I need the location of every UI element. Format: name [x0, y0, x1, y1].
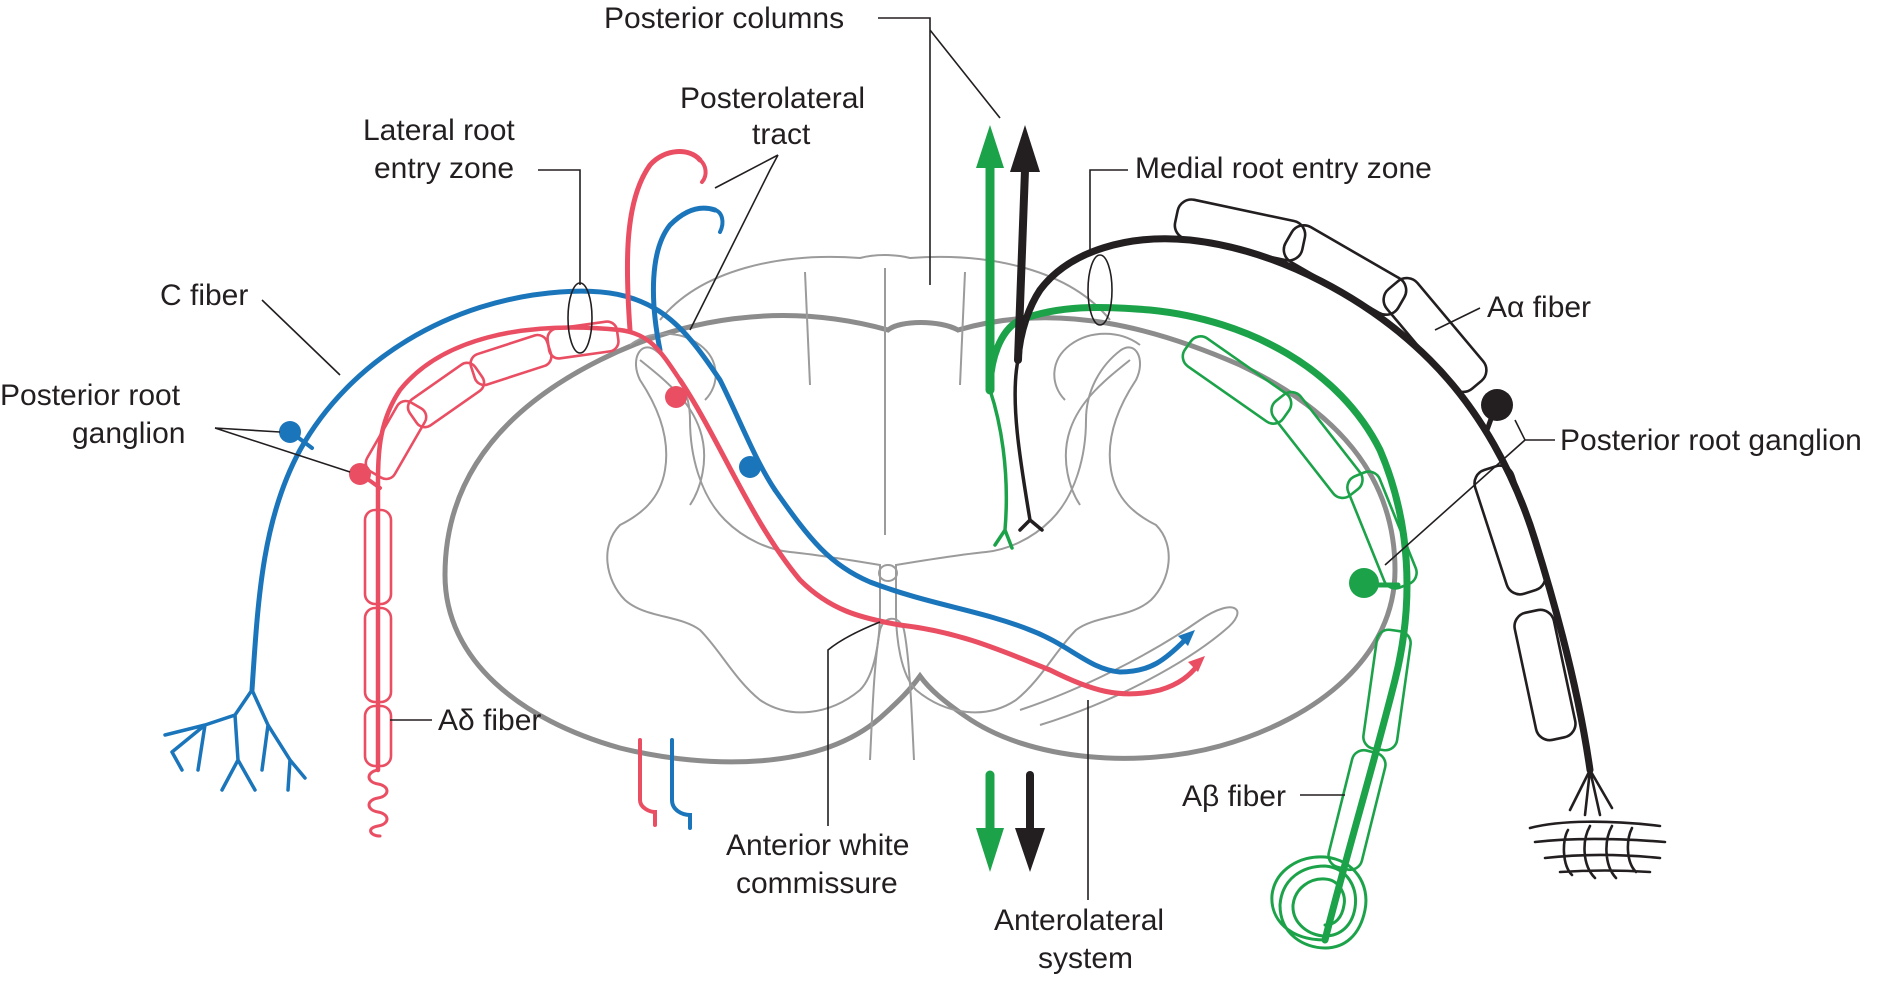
- a-delta-ganglion-cell: [349, 463, 371, 485]
- a-alpha-ascending-branch: [1014, 166, 1029, 364]
- label-posterolateral-tract-line2: tract: [752, 118, 811, 151]
- a-alpha-myelin-segment: [1513, 608, 1577, 742]
- a-delta-dorsal-horn-neuron: [665, 386, 687, 408]
- c-fiber: [163, 205, 1188, 830]
- a-delta-myelin-segment: [546, 320, 620, 360]
- dorsal-horn-cap-right: [1053, 332, 1141, 401]
- leader-anterior-white-commissure: [827, 621, 881, 826]
- label-lateral-root-entry-zone-line2: entry zone: [374, 152, 514, 185]
- a-alpha-myelin-segment: [1282, 224, 1408, 316]
- a-alpha-myelin-segments: [1173, 198, 1577, 742]
- label-medial-root-entry-zone: Medial root entry zone: [1135, 152, 1432, 185]
- a-alpha-fiber: [1013, 166, 1667, 880]
- a-delta-myelin-segment: [363, 508, 393, 606]
- c-fiber-central-course: [772, 487, 1188, 675]
- a-beta-myelin-segment: [1362, 628, 1412, 752]
- a-beta-dorsal-collateral: [988, 388, 1014, 550]
- labels: Posterior columns Posterolateral tract L…: [0, 2, 1862, 975]
- label-a-beta-fiber: Aβ fiber: [1182, 780, 1286, 813]
- a-alpha-dorsal-collateral: [1013, 358, 1044, 532]
- a-delta-myelin-segment: [363, 606, 393, 704]
- label-c-fiber: C fiber: [160, 279, 248, 312]
- label-posterolateral-tract-line1: Posterolateral: [680, 82, 865, 115]
- a-delta-myelin-segment: [364, 399, 428, 481]
- gray-matter-left: [606, 346, 881, 714]
- c-fiber-terminal-branches: [163, 688, 307, 792]
- a-beta-myelin-segment: [1181, 335, 1293, 425]
- a-beta-corpuscle: [1270, 855, 1368, 950]
- a-alpha-up-arrowhead: [1010, 125, 1040, 172]
- a-beta-down-arrowhead: [976, 828, 1004, 872]
- label-posterior-root-ganglion-left-line1: Posterior root: [0, 379, 181, 412]
- leader-lateral-root-entry-zone: [538, 169, 581, 285]
- a-beta-myelin-segment: [1270, 390, 1364, 500]
- leader-posterolateral-tract: [689, 154, 779, 331]
- leader-medial-root-entry-zone: [1089, 169, 1128, 255]
- label-posterior-root-ganglion-left-line2: ganglion: [72, 417, 185, 450]
- leader-posterior-columns: [878, 17, 1001, 285]
- c-fiber-peripheral-axon: [249, 288, 778, 693]
- label-anterior-white-commissure-line1: Anterior white: [726, 829, 909, 862]
- a-delta-coiled-ending: [367, 768, 389, 838]
- a-beta-peripheral-axon: [986, 303, 1411, 944]
- gray-matter-right: [895, 346, 1170, 714]
- c-fiber-ganglion-cell: [279, 421, 301, 443]
- medial-root-entry-zone-marker: [1087, 254, 1113, 326]
- leader-c-fiber: [261, 299, 341, 376]
- a-beta-myelin-segment: [1346, 470, 1418, 590]
- posterior-intermediate-septum-right: [959, 271, 966, 386]
- lateral-root-entry-zone-marker: [567, 282, 593, 354]
- c-fiber-dorsal-horn-neuron: [739, 456, 761, 478]
- label-posterior-root-ganglion-right: Posterior root ganglion: [1560, 424, 1862, 457]
- label-a-delta-fiber: Aδ fiber: [438, 704, 541, 737]
- a-delta-myelin-segment: [363, 704, 393, 768]
- label-anterior-white-commissure-line2: commissure: [736, 867, 898, 900]
- a-alpha-peripheral-axon: [1014, 235, 1594, 774]
- a-beta-myelin-segment: [1327, 748, 1387, 872]
- leader-posterior-root-ganglion-right: [1384, 419, 1555, 566]
- a-delta-ascending-collateral: [624, 149, 703, 333]
- anterior-median-fissure: [869, 617, 915, 761]
- a-alpha-down-arrowhead: [1015, 828, 1045, 872]
- label-lateral-root-entry-zone-line1: Lateral root: [363, 114, 515, 147]
- c-fiber-arrowhead: [1178, 630, 1195, 646]
- leader-a-alpha-fiber: [1434, 307, 1481, 331]
- a-alpha-muscle-spindle: [1528, 768, 1667, 880]
- a-alpha-ganglion-cell: [1481, 389, 1513, 421]
- label-posterior-columns: Posterior columns: [604, 2, 844, 35]
- a-delta-ascending-hook: [698, 158, 708, 184]
- spinal-cord-outline: [442, 313, 1398, 765]
- posterior-intermediate-septum-left: [804, 271, 811, 386]
- a-beta-myelin-segments: [1181, 335, 1418, 872]
- a-delta-myelin-segment: [406, 361, 486, 429]
- posterior-cord-cap: [659, 254, 1111, 321]
- c-fiber-descending-collateral: [670, 738, 692, 830]
- c-fiber-ascending-hook: [713, 208, 725, 234]
- label-anterolateral-system-line2: system: [1038, 942, 1133, 975]
- a-beta-up-arrowhead: [976, 125, 1004, 168]
- c-fiber-ascending-collateral: [650, 205, 718, 353]
- a-delta-arrowhead: [1188, 656, 1205, 672]
- dorsal-horn-lamina-right: [1064, 359, 1131, 506]
- a-alpha-myelin-segment: [1473, 464, 1547, 596]
- a-delta-central-course: [677, 377, 1201, 697]
- leader-lines: [214, 17, 1555, 900]
- leader-posterior-root-ganglion-left: [214, 427, 351, 473]
- a-beta-ganglion-cell: [1349, 568, 1379, 598]
- anterolateral-tract-region: [1019, 606, 1239, 726]
- label-a-alpha-fiber: Aα fiber: [1487, 291, 1591, 324]
- dorsal-horn-lamina-left: [639, 359, 706, 506]
- a-delta-descending-collateral: [638, 738, 657, 827]
- a-delta-myelin-segments: [363, 320, 620, 768]
- a-alpha-myelin-segment: [1173, 198, 1307, 262]
- label-anterolateral-system-line1: Anterolateral: [994, 904, 1164, 937]
- spinal-cord: [442, 254, 1398, 765]
- central-canal: [878, 564, 898, 582]
- a-beta-fiber: [985, 160, 1411, 950]
- dorsal-horn-cap-left: [629, 332, 717, 401]
- a-alpha-myelin-segment: [1382, 276, 1488, 394]
